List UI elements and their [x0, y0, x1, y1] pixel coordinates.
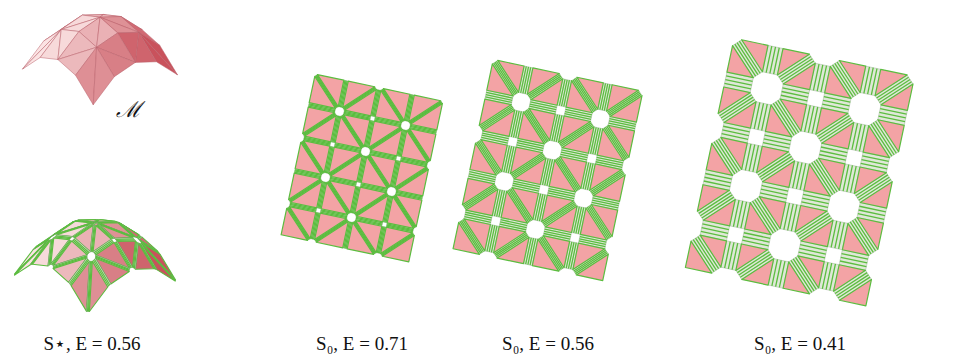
figure-label: S₀, E = 0.56 — [502, 334, 594, 355]
hinge-line — [56, 236, 71, 238]
pattern-triangle — [724, 102, 756, 128]
pattern-triangle — [375, 90, 401, 122]
pattern-triangle — [514, 158, 546, 184]
pattern-triangle — [501, 191, 527, 223]
pattern-triangle — [382, 235, 414, 261]
mesh-triangle — [23, 29, 62, 69]
pattern-triangle — [822, 122, 854, 148]
pattern-triangle — [727, 46, 753, 78]
pattern-triangle — [304, 115, 336, 141]
pattern-triangle — [842, 223, 868, 255]
pattern-triangle — [545, 206, 577, 232]
pattern-triangle — [576, 254, 608, 280]
hinge-line — [115, 238, 133, 240]
pattern-triangle — [549, 160, 575, 192]
pattern-triangle — [532, 239, 558, 271]
pattern-triangle — [562, 127, 594, 153]
pattern-triangle — [531, 79, 563, 105]
pattern-triangle — [597, 129, 623, 161]
pattern-triangle — [487, 64, 513, 96]
pattern-triangle — [483, 110, 515, 136]
mesh-triangle — [40, 29, 61, 59]
mesh-triangle — [97, 220, 115, 222]
pattern-triangle — [703, 199, 735, 225]
pattern-triangle — [497, 237, 529, 263]
pattern-triangle — [804, 164, 830, 196]
flat-pattern — [281, 75, 442, 262]
pattern-triangle — [335, 116, 361, 148]
pattern-triangle — [566, 81, 592, 113]
dome-mesh — [23, 15, 178, 105]
dome-mesh — [15, 220, 176, 312]
pattern-triangle — [610, 96, 642, 122]
pattern-triangle — [685, 241, 711, 273]
pattern-triangle — [825, 66, 851, 98]
pattern-triangle — [881, 84, 913, 110]
pattern-triangle — [401, 130, 427, 162]
pattern-triangle — [281, 208, 307, 240]
pattern-triangle — [593, 175, 625, 201]
pattern-triangle — [356, 195, 388, 221]
pattern-triangle — [765, 105, 791, 137]
pattern-triangle — [466, 189, 498, 215]
figure-label: S⋆, E = 0.56 — [43, 334, 140, 355]
pattern-triangle — [470, 143, 496, 175]
pattern-triangle — [745, 203, 771, 235]
pattern-triangle — [763, 161, 795, 187]
pattern-triangle — [370, 129, 402, 155]
pattern-triangle — [309, 76, 335, 108]
pattern-triangle — [453, 222, 479, 254]
flat-pattern — [453, 60, 642, 280]
figure-label: ℳ — [116, 98, 141, 122]
pattern-triangle — [801, 220, 833, 246]
pattern-triangle — [344, 89, 376, 115]
pattern-triangle — [580, 208, 606, 240]
pattern-triangle — [290, 181, 322, 207]
pattern-triangle — [706, 143, 732, 175]
pattern-triangle — [361, 156, 387, 188]
pattern-triangle — [783, 63, 815, 89]
flat-pattern — [685, 40, 913, 306]
pattern-triangle — [860, 182, 892, 208]
figure-label: S₀, E = 0.41 — [754, 334, 846, 355]
mesh-triangle — [23, 29, 62, 69]
pattern-triangle — [330, 155, 362, 181]
mesh-triangle — [76, 47, 97, 105]
figure-label: S₀, E = 0.71 — [316, 334, 408, 355]
pattern-triangle — [316, 221, 348, 247]
pattern-triangle — [863, 126, 889, 158]
mesh-triangle — [93, 47, 114, 105]
pattern-triangle — [742, 259, 774, 285]
pattern-triangle — [387, 196, 413, 228]
pattern-triangle — [518, 112, 544, 144]
hinge-line — [138, 236, 141, 238]
mesh-triangle — [135, 32, 156, 62]
pattern-triangle — [410, 103, 442, 129]
pattern-triangle — [783, 262, 809, 294]
mesh-triangle — [89, 261, 107, 311]
pattern-triangle — [321, 182, 347, 214]
pattern-triangle — [347, 222, 373, 254]
pattern-triangle — [295, 142, 321, 174]
pattern-triangle — [396, 169, 428, 195]
pattern-triangle — [839, 279, 871, 305]
